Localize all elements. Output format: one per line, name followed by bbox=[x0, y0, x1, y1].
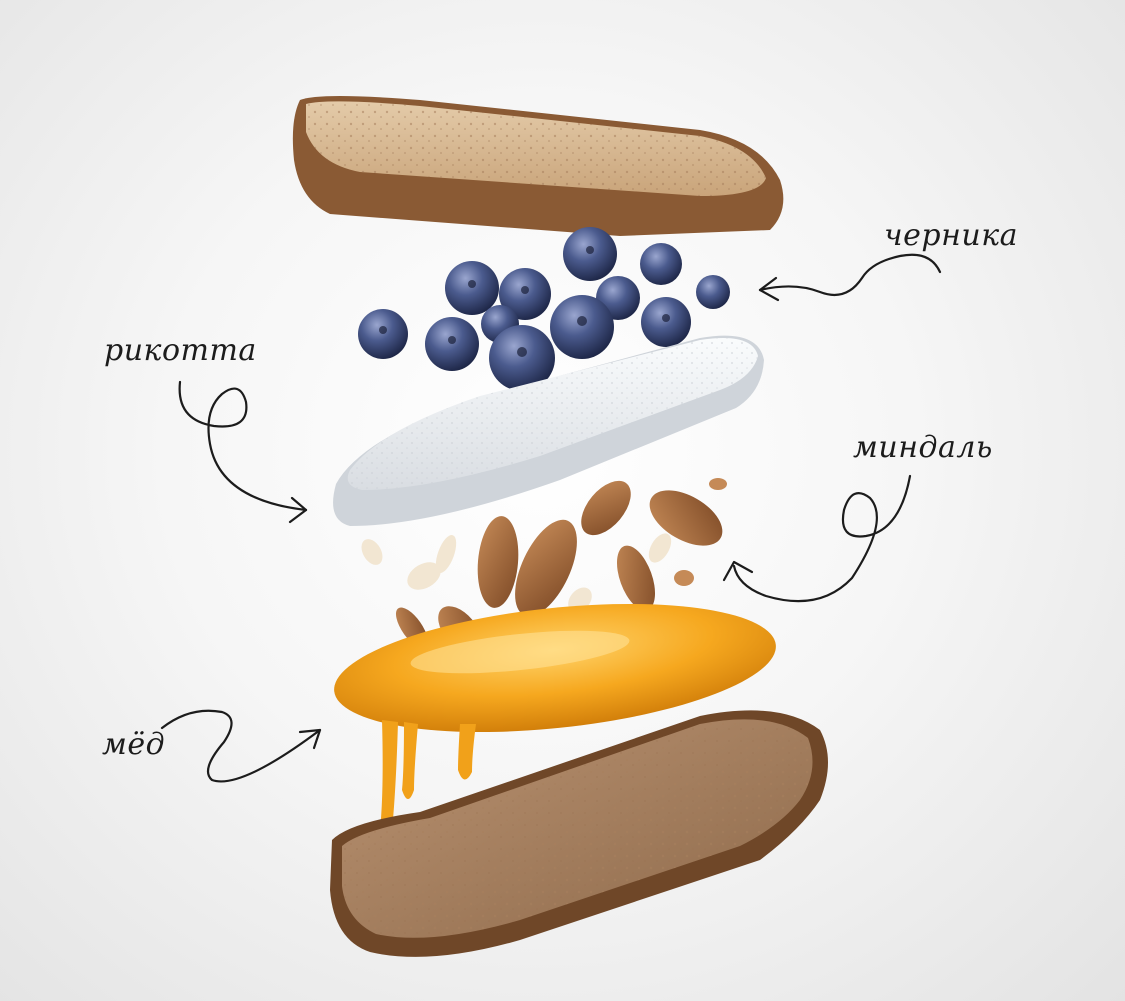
ricotta-arrow bbox=[178, 380, 308, 524]
blueberries bbox=[358, 227, 730, 391]
top-bread-slice bbox=[292, 96, 784, 236]
bottom-bread-slice bbox=[330, 710, 828, 957]
blueberry-arrow bbox=[758, 253, 942, 302]
almond-arrow bbox=[722, 474, 912, 603]
blueberry-label: черника bbox=[884, 218, 1019, 253]
almond-pieces bbox=[361, 478, 727, 654]
honey-arrow bbox=[160, 709, 322, 783]
honey-puddle bbox=[334, 603, 776, 843]
ricotta-slice bbox=[333, 335, 764, 526]
honey-label: мёд bbox=[102, 727, 166, 762]
almond-label: миндаль bbox=[853, 430, 993, 465]
ricotta-label: рикотта bbox=[104, 333, 257, 368]
